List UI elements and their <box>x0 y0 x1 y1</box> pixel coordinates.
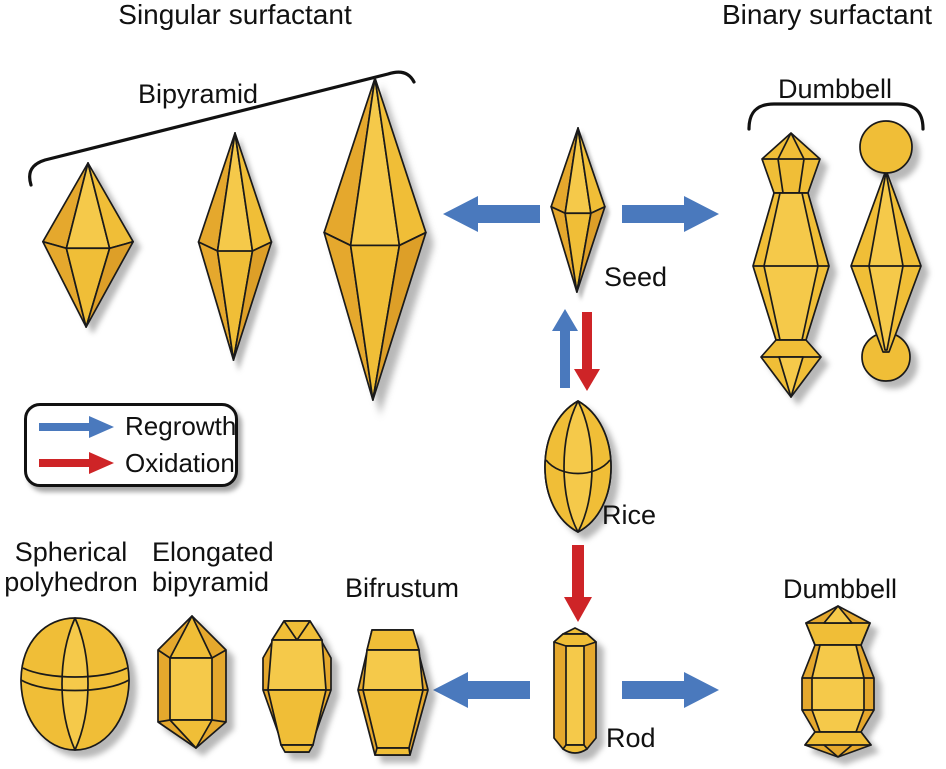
seed-shape <box>550 127 606 293</box>
legend-label-regrowth: Regrowth <box>125 411 237 442</box>
bipyramid-small-shape <box>42 162 134 328</box>
regrowth-arrow-right-top <box>622 196 719 232</box>
regrowth-arrow-left-top <box>443 196 540 232</box>
regrowth-arrow-right-bottom <box>622 672 719 708</box>
bipyramid-bracket <box>28 70 416 187</box>
legend-item-regrowth: Regrowth <box>39 411 237 442</box>
spherical-polyhedron-label: Spherical polyhedron <box>4 537 138 597</box>
dumbbell-sphere-shape <box>850 120 922 382</box>
truncated-bipyramid-shape <box>262 620 332 753</box>
dumbbell-bottom-label: Dumbbell <box>782 574 898 604</box>
dumbbell-top-label: Dumbbell <box>777 74 893 104</box>
dumbbell-bracket <box>747 102 925 131</box>
legend-item-oxidation: Oxidation <box>39 448 235 479</box>
bifrustum-label: Bifrustum <box>345 573 460 603</box>
bifrustum-shape <box>357 629 429 756</box>
spherical-polyhedron-shape <box>20 617 130 751</box>
elongated-bipyramid-shape <box>157 615 227 749</box>
dumbbell-bipyramid-shape <box>752 132 830 398</box>
spherical-polyhedron-label-line1: Spherical <box>14 537 128 567</box>
bipyramid-label: Bipyramid <box>137 79 259 109</box>
oxidation-arrow-down-long <box>564 545 592 622</box>
legend-label-oxidation: Oxidation <box>125 447 235 478</box>
regrowth-arrow-left-bottom <box>433 672 530 708</box>
bipyramid-medium-shape <box>197 132 273 361</box>
rice-label: Rice <box>602 500 657 530</box>
oxidation-arrow-down-short <box>574 312 600 391</box>
elongated-bipyramid-label-line1: Elongated <box>152 537 274 567</box>
elongated-bipyramid-label-line2: bipyramid <box>152 567 270 597</box>
rice-shape <box>544 400 612 533</box>
elongated-bipyramid-label: Elongated bipyramid <box>152 537 274 597</box>
legend-box: Regrowth Oxidation <box>24 403 238 487</box>
oxidation-arrow-icon <box>39 452 114 475</box>
spherical-polyhedron-label-line2: polyhedron <box>4 567 138 597</box>
heading-singular-surfactant: Singular surfactant <box>118 0 352 30</box>
dumbbell-rod-shape <box>801 605 875 758</box>
heading-binary-surfactant: Binary surfactant <box>721 0 933 30</box>
seed-label: Seed <box>604 262 668 292</box>
regrowth-arrow-up <box>552 309 578 388</box>
regrowth-arrow-icon <box>39 415 114 438</box>
bipyramid-large-shape <box>322 76 428 402</box>
rod-label: Rod <box>606 723 656 753</box>
rod-shape <box>553 627 597 754</box>
